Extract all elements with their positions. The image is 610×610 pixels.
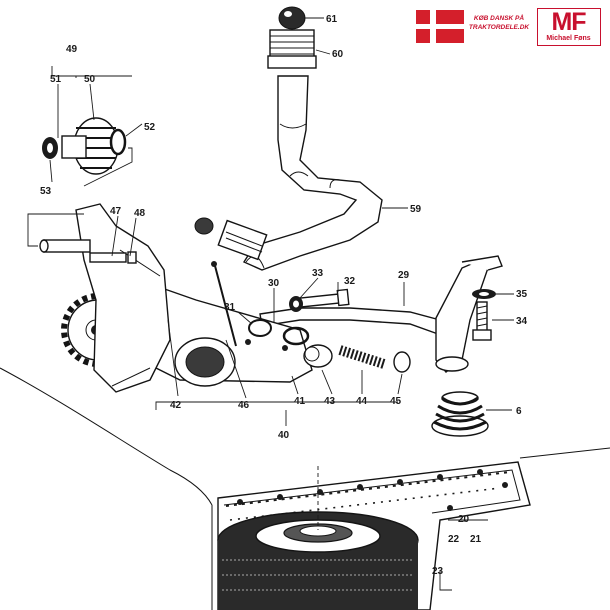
label-43: 43: [324, 396, 336, 407]
label-52: 52: [144, 122, 156, 133]
shaft-47: [39, 239, 91, 253]
pump-body: [129, 285, 313, 387]
label-21: 21: [470, 534, 482, 545]
valve-spring: [338, 345, 386, 369]
bolt-34: [472, 301, 492, 341]
union-nut-60: [267, 29, 317, 69]
leader-lines: [27, 17, 514, 591]
suction-pipe: [259, 255, 503, 373]
label-59: 59: [410, 204, 422, 215]
shop-slogan[interactable]: KØB DANSK PÅ TRAKTORDELE.DK: [464, 14, 534, 32]
bolt-48: [89, 251, 137, 264]
label-44: 44: [356, 396, 368, 407]
mf-logo[interactable]: MF Michael Føns: [537, 8, 601, 46]
washer-52: [109, 128, 127, 156]
pipe-fitting: [194, 217, 268, 261]
shop-slogan-line2: TRAKTORDELE.DK: [468, 24, 530, 31]
bolt-32: [298, 288, 350, 308]
logo-name: Michael Føns: [546, 35, 591, 42]
cap-61: [278, 6, 306, 30]
label-22: 22: [448, 534, 460, 545]
part-labels: 61 60 59 29 33 32 35 34 30 31 6 41 43 44…: [40, 14, 528, 577]
label-53: 53: [40, 186, 52, 197]
label-46: 46: [238, 400, 250, 411]
label-32: 32: [344, 276, 356, 287]
brand-banner[interactable]: KØB DANSK PÅ TRAKTORDELE.DK MF Michael F…: [416, 8, 602, 48]
delivery-pipe: [242, 75, 383, 271]
relief-spring: [431, 391, 489, 437]
label-45: 45: [390, 396, 402, 407]
label-30: 30: [268, 278, 280, 289]
o-rings-30-31: [248, 319, 310, 346]
label-48: 48: [134, 208, 146, 219]
label-35: 35: [516, 289, 528, 300]
valve-plunger: [303, 344, 333, 368]
label-20: 20: [458, 514, 470, 525]
pump-housing-cover: [75, 203, 171, 393]
label-50: 50: [84, 74, 96, 85]
label-34: 34: [516, 316, 528, 327]
sump-outline: [0, 367, 610, 610]
washer-35: [472, 289, 496, 299]
nut-33: [289, 296, 303, 312]
logo-mark: MF: [551, 8, 586, 36]
label-33: 33: [312, 268, 324, 279]
label-49: 49: [66, 44, 78, 55]
shop-slogan-line1: KØB DANSK PÅ: [473, 15, 525, 22]
label-60: 60: [332, 49, 344, 60]
label-6: 6: [516, 406, 522, 417]
label-51: 51: [50, 74, 62, 85]
label-23: 23: [432, 566, 444, 577]
oil-strainer: [217, 511, 419, 610]
split-pin-46: [211, 261, 237, 347]
circlip-53: [42, 137, 58, 159]
label-29: 29: [398, 270, 410, 281]
label-41: 41: [294, 396, 306, 407]
label-42: 42: [170, 400, 182, 411]
label-47: 47: [110, 206, 122, 217]
label-61: 61: [326, 14, 338, 25]
label-40: 40: [278, 430, 290, 441]
danish-flag-icon: [416, 10, 464, 43]
label-31: 31: [224, 302, 236, 313]
valve-seat: [393, 351, 411, 373]
bush-51: [61, 135, 87, 159]
